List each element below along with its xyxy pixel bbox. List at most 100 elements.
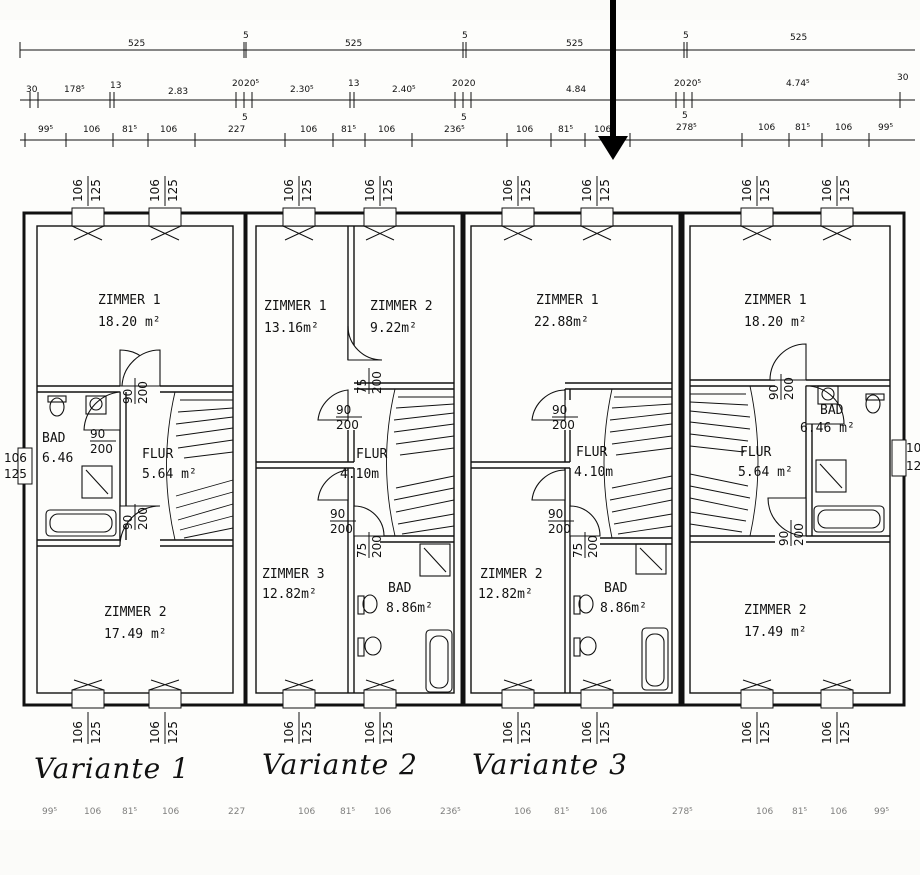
dim-label: 5 (682, 111, 688, 121)
dim-label: 2.30⁵ (290, 85, 314, 95)
window-width-label: 106 (148, 179, 162, 202)
room-name: ZIMMER 2 (744, 603, 807, 618)
dim-label: 525 (345, 39, 362, 49)
side-window-height: 12 (906, 459, 920, 473)
dimension-labels-row1: 525 5 525 5 525 5 525 (128, 31, 807, 49)
variant-2-label: Variante 2 (262, 748, 418, 781)
window: 106 125 (71, 176, 105, 241)
room-name: BAD (604, 581, 628, 596)
room-area: 4.10m (340, 467, 379, 482)
dim-label: 106 (590, 807, 607, 817)
window-height-label: 125 (166, 721, 180, 744)
dim-label: 106 (378, 125, 395, 135)
window-height-label: 125 (381, 179, 395, 202)
window-height-label: 125 (758, 721, 772, 744)
dim-label: 106 (160, 125, 177, 135)
door-height-label: 200 (548, 522, 571, 536)
door-width-label: 75 (571, 543, 585, 558)
room-name: ZIMMER 2 (104, 605, 167, 620)
window-height-label: 125 (758, 179, 772, 202)
room-area: 5.64 m² (142, 467, 197, 482)
room-area: 17.49 m² (744, 625, 807, 640)
window-height-label: 125 (598, 721, 612, 744)
door-height-label: 200 (330, 522, 353, 536)
door-height-label: 200 (370, 535, 384, 558)
dim-label: 20 (232, 79, 244, 89)
window-width-label: 106 (363, 179, 377, 202)
door-width-label: 90 (548, 507, 563, 521)
window: 106 125 (363, 176, 397, 241)
door-width-label: 90 (767, 385, 781, 400)
side-window-right: 10 12 (891, 439, 920, 477)
window-height-label: 125 (89, 179, 103, 202)
dim-label: 20 (464, 79, 476, 89)
dim-label: 30 (897, 73, 909, 83)
window-height-label: 125 (381, 721, 395, 744)
dim-label: 5 (683, 31, 689, 41)
window-width-label: 106 (71, 179, 85, 202)
window-width-label: 106 (740, 721, 754, 744)
variant-1-label: Variante 1 (34, 752, 190, 785)
room-name: FLUR (142, 447, 173, 462)
dim-label: 4.74⁵ (786, 79, 810, 89)
room-name: BAD (820, 403, 844, 418)
stair-v1 (166, 391, 234, 541)
room-area: 4.10m (574, 465, 613, 480)
room-name: BAD (388, 581, 412, 596)
dim-label: 99⁵ (38, 125, 53, 135)
dim-label: 81⁵ (340, 807, 355, 817)
dim-label: 236⁵ (440, 807, 461, 817)
dim-label: 81⁵ (558, 125, 573, 135)
dim-label: 20 (452, 79, 464, 89)
window: 106 125 (148, 679, 182, 744)
room-labels: ZIMMER 1 18.20 m² BAD 6.46 FLUR 5.64 m² … (42, 293, 855, 642)
dim-label: 2.83 (168, 87, 188, 97)
dim-label: 525 (790, 33, 807, 43)
room-area: 12.82m² (478, 587, 533, 602)
room-name: ZIMMER 1 (264, 299, 327, 314)
stair-v3 (603, 388, 673, 539)
door-height-label: 200 (782, 377, 796, 400)
dim-label: 81⁵ (792, 807, 807, 817)
window-height-label: 125 (89, 721, 103, 744)
dim-label: 278⁵ (676, 123, 697, 133)
window-width-label: 106 (71, 721, 85, 744)
side-window-width: 106 (4, 451, 27, 465)
dim-label: 227 (228, 807, 245, 817)
window-width-label: 106 (148, 721, 162, 744)
dimension-labels-bottom: 99⁵ 106 81⁵ 106 227 106 81⁵ 106 236⁵ 106… (42, 807, 889, 817)
dim-label: 106 (516, 125, 533, 135)
room-area: 18.20 m² (98, 315, 161, 330)
dim-label: 81⁵ (122, 125, 137, 135)
dim-label: 106 (758, 123, 775, 133)
door-height-label: 200 (90, 442, 113, 456)
dim-label: 81⁵ (341, 125, 356, 135)
door-width-label: 75 (355, 543, 369, 558)
dim-label: 81⁵ (122, 807, 137, 817)
window-height-label: 125 (166, 179, 180, 202)
room-name: ZIMMER 2 (370, 299, 433, 314)
bathroom-fixtures (45, 385, 885, 693)
door-width-label: 75 (355, 379, 369, 394)
door-height-label: 200 (552, 418, 575, 432)
room-name: FLUR (356, 447, 387, 462)
door-swings (83, 325, 845, 547)
door-height-label: 200 (370, 371, 384, 394)
